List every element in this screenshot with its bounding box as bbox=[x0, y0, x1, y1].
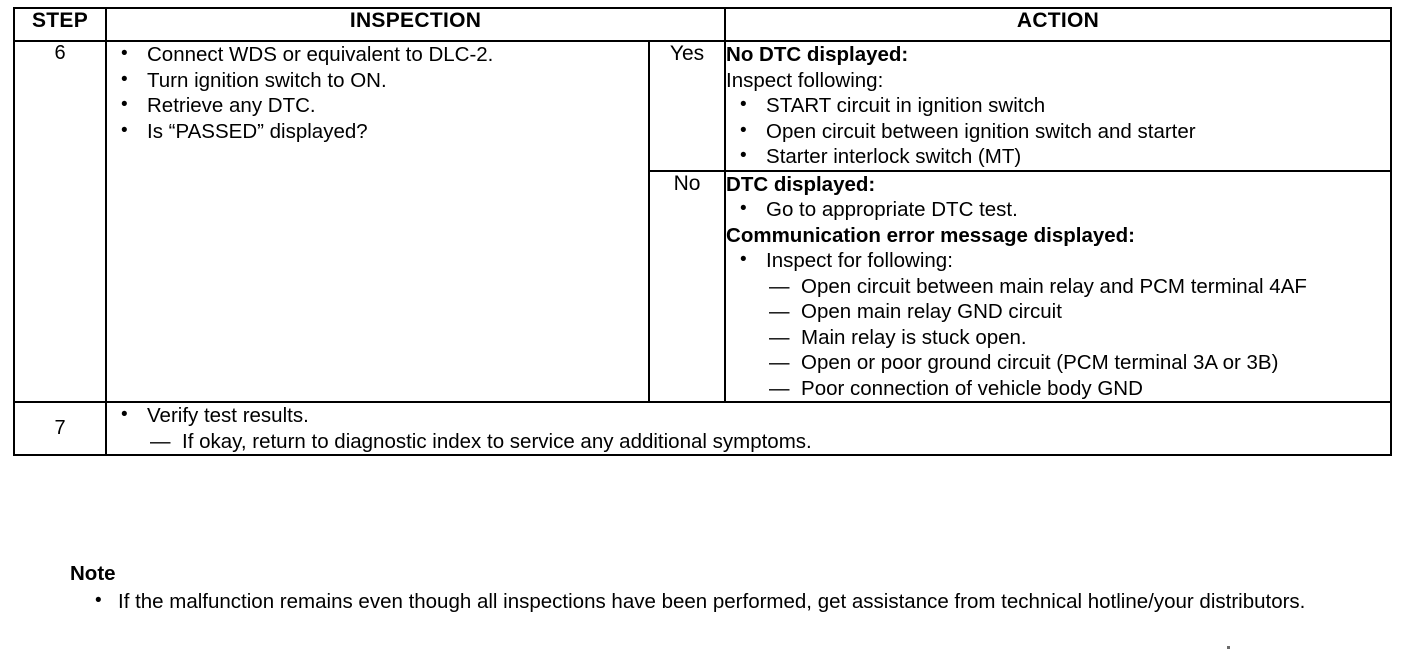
list-item: Go to appropriate DTC test. bbox=[726, 196, 1390, 223]
table-row: 6 Connect WDS or equivalent to DLC-2. Tu… bbox=[13, 40, 1393, 403]
action-list-yes: No DTC displayed: Inspect following: STA… bbox=[726, 42, 1390, 170]
step-number-7: 7 bbox=[13, 401, 107, 456]
action-dash-list-no: Open circuit between main relay and PCM … bbox=[726, 274, 1390, 402]
action-heading-secondary: Communication error message displayed: bbox=[726, 223, 1135, 247]
table-row: No DTC displayed: Go to appropriate DTC … bbox=[14, 169, 1393, 403]
list-item: Open circuit between main relay and PCM … bbox=[726, 274, 1390, 300]
action-heading: No DTC displayed: bbox=[726, 43, 909, 66]
list-item: Starter interlock switch (MT) bbox=[726, 143, 1390, 170]
list-item: Main relay is stuck open. bbox=[726, 325, 1390, 351]
list-item: Connect WDS or equivalent to DLC-2. bbox=[107, 41, 648, 68]
list-item: Is “PASSED” displayed? bbox=[107, 118, 648, 145]
list-item: Retrieve any DTC. bbox=[107, 92, 648, 119]
inspection-list: Connect WDS or equivalent to DLC-2. Turn… bbox=[107, 41, 648, 145]
action-list-no: DTC displayed: Go to appropriate DTC tes… bbox=[726, 172, 1390, 274]
note-title: Note bbox=[70, 562, 116, 585]
inspection-list-step-7: Verify test results. bbox=[107, 402, 1390, 429]
list-item: If the malfunction remains even though a… bbox=[70, 588, 1360, 615]
diagnostic-table: STEP INSPECTION ACTION 6 Connect WDS or … bbox=[13, 7, 1393, 456]
inspection-dash-list-step-7: If okay, return to diagnostic index to s… bbox=[107, 429, 1390, 455]
list-item: START circuit in ignition switch bbox=[726, 92, 1390, 119]
list-item: Inspect for following: bbox=[726, 247, 1390, 274]
action-subheading: Inspect following: bbox=[726, 68, 884, 92]
list-item: Poor connection of vehicle body GND bbox=[726, 376, 1390, 402]
list-item: Turn ignition switch to ON. bbox=[107, 67, 648, 94]
step-number-6: 6 bbox=[13, 40, 107, 403]
table-header-row: STEP INSPECTION ACTION bbox=[13, 7, 1393, 42]
note-list: If the malfunction remains even though a… bbox=[70, 588, 1360, 615]
action-cell-no: DTC displayed: Go to appropriate DTC tes… bbox=[724, 169, 1393, 403]
scan-speck bbox=[1227, 646, 1230, 649]
action-heading: DTC displayed: bbox=[726, 172, 876, 196]
inspection-cell-step-6: Connect WDS or equivalent to DLC-2. Turn… bbox=[105, 40, 650, 403]
inspection-cell-step-7: Verify test results. If okay, return to … bbox=[104, 401, 1393, 456]
list-item: Open or poor ground circuit (PCM termina… bbox=[726, 350, 1390, 376]
list-item: If okay, return to diagnostic index to s… bbox=[107, 429, 1390, 455]
answer-cell-yes: Yes bbox=[647, 40, 727, 172]
list-item: Open circuit between ignition switch and… bbox=[726, 118, 1390, 145]
answer-cell-no: No bbox=[647, 169, 727, 403]
list-item: Open main relay GND circuit bbox=[726, 299, 1390, 325]
table-row: 7 Verify test results. If okay, return t… bbox=[13, 401, 1393, 456]
column-header-action: ACTION bbox=[724, 7, 1393, 42]
column-header-step: STEP bbox=[13, 7, 107, 42]
action-cell-yes: No DTC displayed: Inspect following: STA… bbox=[724, 40, 1393, 172]
list-item: Verify test results. bbox=[107, 402, 1390, 429]
column-header-inspection: INSPECTION bbox=[104, 7, 727, 42]
note-block: Note If the malfunction remains even tho… bbox=[70, 561, 1360, 615]
